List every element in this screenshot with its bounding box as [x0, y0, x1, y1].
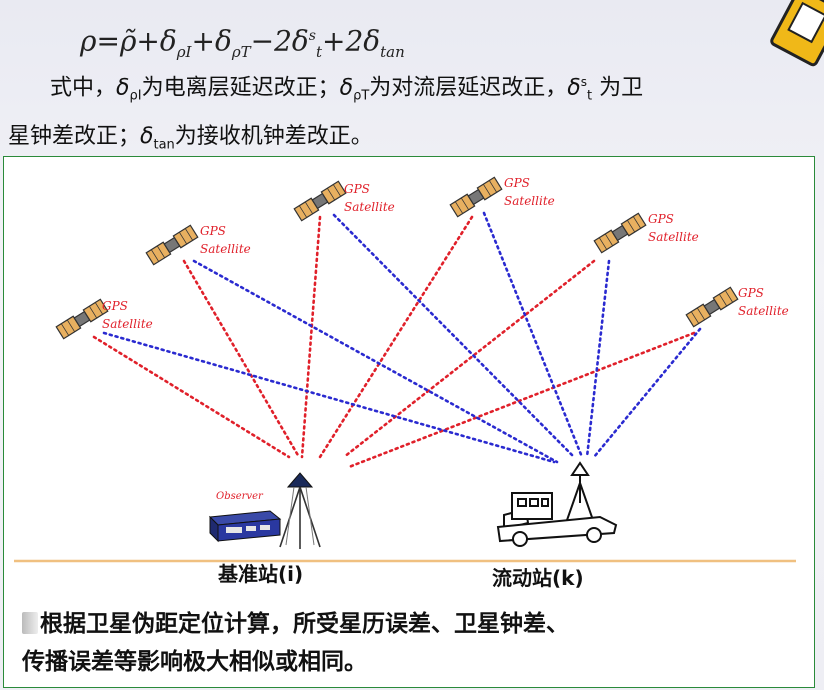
formula-delta-1: δ: [159, 24, 177, 58]
bullet-icon: [22, 612, 38, 634]
red-ray-sat5: [342, 259, 596, 459]
satellite-label-gps: GPS: [102, 299, 128, 313]
satellite-label-name: Satellite: [504, 194, 555, 208]
summary-text: 根据卫星伪距定位计算，所受星历误差、卫星钟差、 传播误差等影响极大相似或相同。: [22, 605, 812, 681]
red-ray-sat1: [92, 335, 291, 459]
formula-term-3: 2δ: [274, 24, 309, 58]
formula-description: 式中，δρI为电离层延迟改正；δρT为对流层延迟改正，δst 为卫 星钟差改正；…: [8, 62, 814, 165]
satellite-6: GPS Satellite: [685, 286, 789, 328]
satellite-icon: [145, 224, 199, 266]
red-signal-rays: [92, 215, 696, 469]
summary-line-1: 根据卫星伪距定位计算，所受星历误差、卫星钟差、: [22, 605, 812, 643]
formula-term-4-sub: tan: [380, 42, 405, 61]
rover-station: [496, 461, 618, 547]
satellite-2: GPS Satellite: [145, 224, 251, 266]
blue-ray-sat6: [592, 327, 702, 459]
blue-ray-sat1: [102, 331, 556, 464]
satellite-5: GPS Satellite: [593, 212, 699, 254]
description-line-2: 星钟差改正；δtan为接收机钟差改正。: [8, 123, 373, 153]
formula-delta-1-sub: ρI: [176, 42, 192, 61]
satellite-icon: [293, 180, 347, 222]
formula-term-4: 2δ: [345, 24, 381, 58]
satellite-label-name: Satellite: [344, 200, 395, 214]
summary-line-2: 传播误差等影响极大相似或相同。: [22, 649, 367, 675]
satellite-3: GPS Satellite: [293, 180, 395, 222]
formula-minus: −: [250, 24, 275, 58]
blue-ray-sat3: [332, 213, 576, 459]
formula-rho: ρ: [80, 24, 97, 58]
satellite-icon: [449, 176, 503, 218]
formula: ρ=ρ̃+δρI+δρT−2δst+2δtan: [80, 12, 500, 61]
red-ray-sat3: [300, 215, 322, 459]
satellite-label-name: Satellite: [648, 230, 699, 244]
blue-ray-sat5: [585, 259, 611, 459]
base-station-label: 基准站(i): [218, 562, 303, 586]
formula-term-3-sup: s: [308, 28, 316, 44]
red-ray-sat4: [318, 215, 474, 459]
satellite-label-gps: GPS: [648, 212, 674, 226]
formula-delta-2-sub: ρT: [231, 42, 251, 61]
description-line-1: 式中，δρI为电离层延迟改正；δρT为对流层延迟改正，δst 为卫: [50, 75, 644, 104]
gps-differential-diagram: GPS Satellite GPS Satellite GPS Satellit…: [14, 176, 796, 590]
formula-plus-1: +: [136, 24, 160, 58]
satellite-label-gps: GPS: [738, 286, 764, 300]
satellite-label-gps: GPS: [344, 182, 370, 196]
formula-plus-3: +: [322, 24, 346, 58]
satellite-label-gps: GPS: [200, 224, 226, 238]
satellite-label-name: Satellite: [738, 304, 789, 318]
formula-plus-2: +: [191, 24, 215, 58]
formula-equals: =: [96, 24, 120, 58]
tripod-icon: [279, 472, 321, 549]
blue-ray-sat4: [482, 211, 584, 459]
base-station: Observer: [208, 472, 321, 549]
formula-delta-2: δ: [214, 24, 232, 58]
satellite-label-gps: GPS: [504, 176, 530, 190]
satellite-icon: [685, 286, 739, 328]
antenna-icon: [565, 461, 595, 524]
vehicle-icon: [496, 492, 618, 547]
red-ray-sat6: [347, 331, 696, 469]
satellite-icon: [593, 212, 647, 254]
observer-label: Observer: [216, 491, 264, 502]
rover-station-label: 流动站(k): [492, 566, 584, 590]
satellite-label-name: Satellite: [102, 317, 153, 331]
satellite-label-name: Satellite: [200, 242, 251, 256]
blue-ray-sat2: [192, 259, 559, 464]
satellite-1: GPS Satellite: [55, 298, 153, 340]
formula-rho-tilde: ρ̃: [119, 24, 137, 58]
formula-term-3-sub: t: [315, 42, 322, 61]
corner-decoration-icon: [770, 0, 824, 67]
satellite-4: GPS Satellite: [449, 176, 555, 218]
red-ray-sat2: [182, 259, 301, 459]
blue-signal-rays: [102, 211, 702, 464]
satellite-icon: [55, 298, 109, 340]
receiver-box-icon: [208, 510, 282, 543]
diagram-panel: GPS Satellite GPS Satellite GPS Satellit…: [3, 156, 815, 688]
